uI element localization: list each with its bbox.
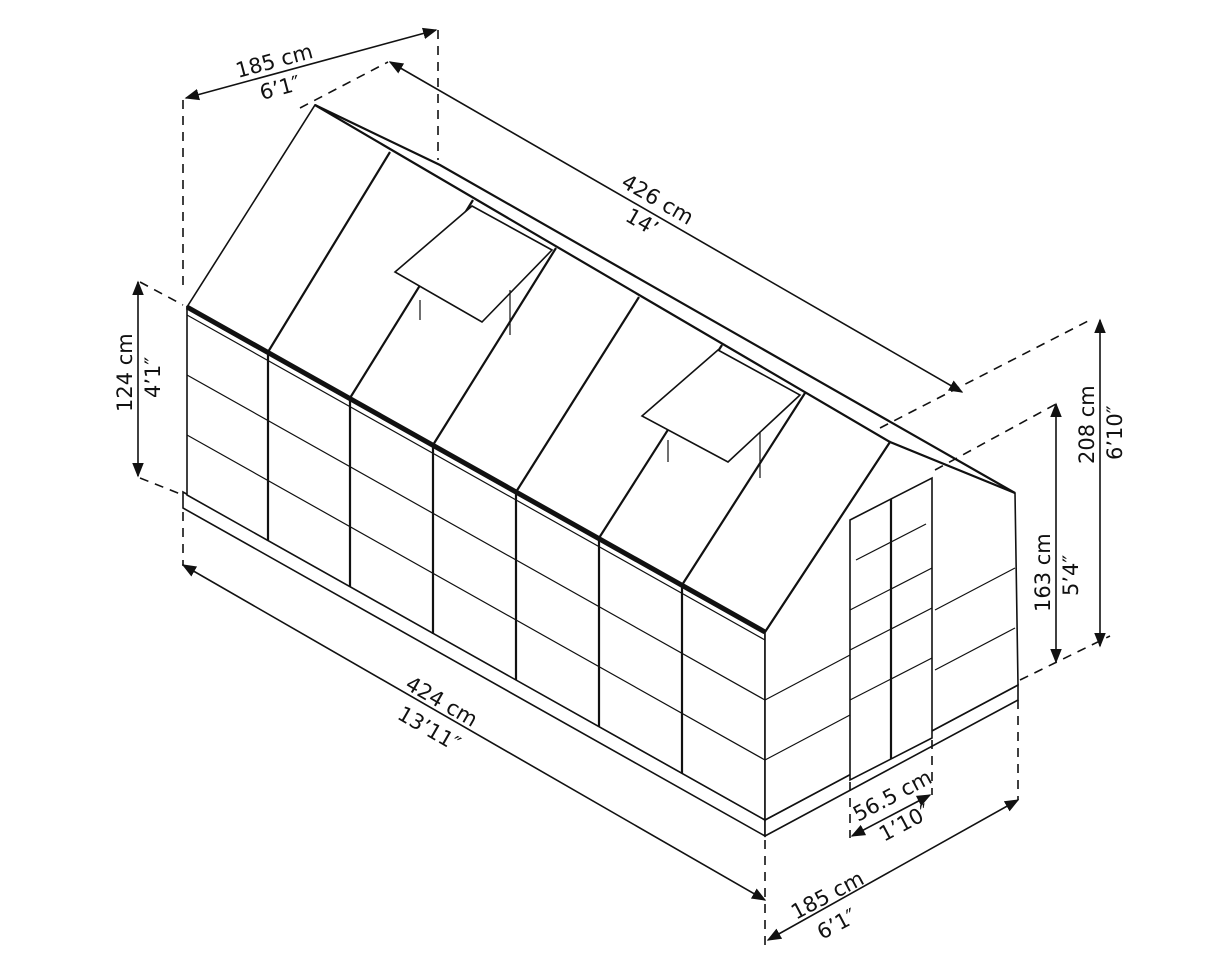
total-height-metric: 208 cm: [1075, 385, 1099, 464]
door-height-metric: 163 cm: [1031, 533, 1055, 612]
door-height-imperial: 5’4″: [1059, 555, 1083, 596]
total-height-imperial: 6’10″: [1103, 405, 1127, 460]
dimension-lines: [132, 27, 1111, 945]
side-height-imperial: 4’1″: [141, 357, 165, 398]
side-height-metric: 124 cm: [113, 333, 137, 412]
greenhouse-structure: [182, 103, 1019, 838]
